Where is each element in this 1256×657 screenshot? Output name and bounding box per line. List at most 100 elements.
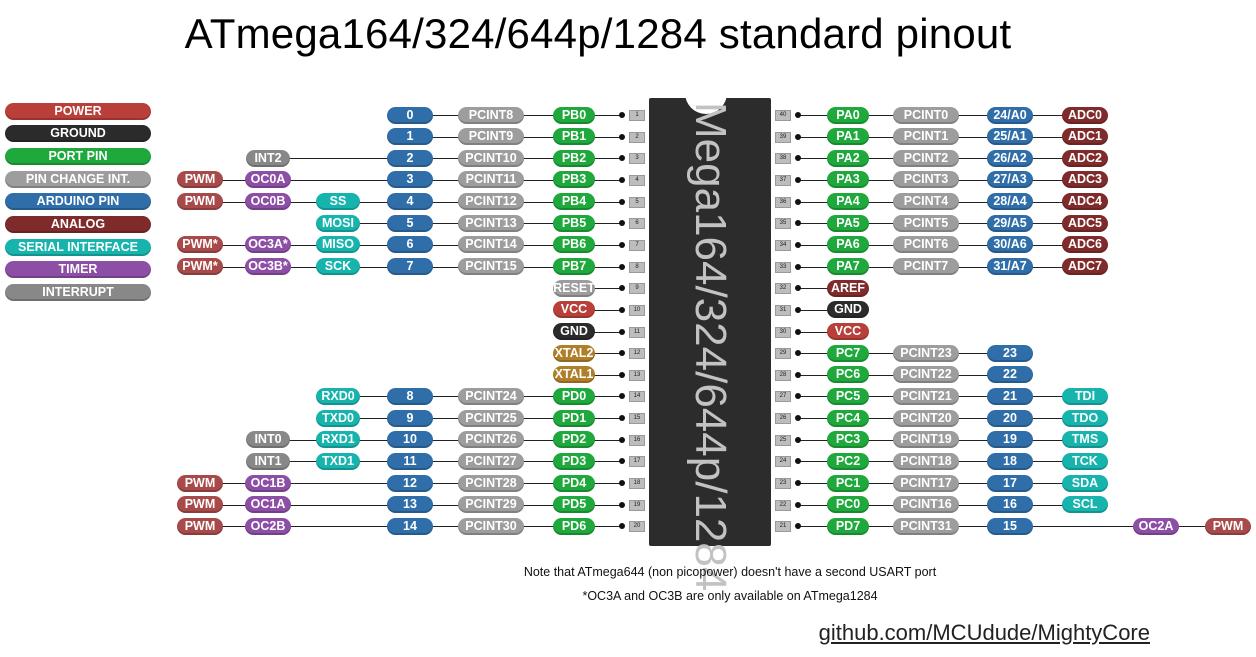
- pcint-label: PCINT26: [458, 431, 524, 449]
- pin-dot: [619, 415, 625, 422]
- pin-number: 19: [629, 499, 645, 511]
- pin-dot: [795, 155, 801, 162]
- pin-number: 4: [629, 174, 645, 186]
- oc3-note: *OC3A and OC3B are only available on ATm…: [582, 589, 878, 603]
- function-label-pwm: PWM: [177, 171, 223, 189]
- pcint-label: PCINT10: [458, 149, 524, 167]
- wire: [574, 288, 622, 289]
- pin-number: 6: [629, 218, 645, 230]
- port-pin: PC5: [827, 387, 869, 405]
- legend-item-serial: SERIAL INTERFACE: [5, 238, 151, 256]
- port-pin: PA7: [827, 258, 869, 276]
- pin-number: 32: [775, 283, 791, 295]
- pcint-label: PCINT14: [458, 236, 524, 254]
- legend-item-timer: TIMER: [5, 261, 151, 279]
- pin-dot: [619, 155, 625, 162]
- port-pin: RESET: [553, 279, 595, 297]
- legend-item-ground: GROUND: [5, 125, 151, 143]
- port-pin: PA5: [827, 214, 869, 232]
- pcint-label: PCINT16: [893, 496, 959, 514]
- arduino-pin: 21: [987, 387, 1033, 405]
- arduino-pin: 3: [387, 171, 433, 189]
- port-pin: PD5: [553, 496, 595, 514]
- function-label-analog: ADC3: [1062, 171, 1108, 189]
- pin-dot: [619, 285, 625, 292]
- function-label-pwm: PWM: [1205, 517, 1251, 535]
- arduino-pin: 19: [987, 431, 1033, 449]
- wire: [798, 288, 848, 289]
- function-label-serial: RXD0: [316, 387, 360, 405]
- wire: [798, 310, 848, 311]
- port-pin: PB1: [553, 128, 595, 146]
- arduino-pin: 24/A0: [987, 106, 1033, 124]
- arduino-pin: 5: [387, 214, 433, 232]
- pin-number: 30: [775, 326, 791, 338]
- port-pin: PA0: [827, 106, 869, 124]
- port-pin: PB0: [553, 106, 595, 124]
- pin-dot: [619, 501, 625, 508]
- function-label-analog: ADC4: [1062, 193, 1108, 211]
- pin-dot: [795, 415, 801, 422]
- pcint-label: PCINT28: [458, 474, 524, 492]
- pcint-label: PCINT7: [893, 258, 959, 276]
- arduino-pin: 17: [987, 474, 1033, 492]
- function-label-pwm: PWM: [177, 474, 223, 492]
- pin-number: 22: [775, 499, 791, 511]
- arduino-pin: 14: [387, 517, 433, 535]
- function-label-serial: MOSI: [316, 214, 360, 232]
- wire: [268, 461, 622, 462]
- arduino-pin: 12: [387, 474, 433, 492]
- pin-number: 21: [775, 521, 791, 533]
- pin-number: 31: [775, 304, 791, 316]
- pin-dot: [619, 220, 625, 227]
- pcint-label: PCINT19: [893, 431, 959, 449]
- port-pin: PC3: [827, 431, 869, 449]
- function-label-timer: OC0A: [245, 171, 291, 189]
- pcint-label: PCINT31: [893, 517, 959, 535]
- legend-item-interrupt: INTERRUPT: [5, 284, 151, 302]
- port-pin: PC1: [827, 474, 869, 492]
- function-label-serial: SS: [316, 193, 360, 211]
- pcint-label: PCINT17: [893, 474, 959, 492]
- arduino-pin: 31/A7: [987, 258, 1033, 276]
- pin-dot: [795, 328, 801, 335]
- pin-number: 17: [629, 456, 645, 468]
- function-label-pwm: PWM: [177, 193, 223, 211]
- legend-item-pcint: PIN CHANGE INT.: [5, 170, 151, 188]
- pin-dot: [795, 306, 801, 313]
- arduino-pin: 6: [387, 236, 433, 254]
- pin-dot: [795, 263, 801, 270]
- arduino-pin: 0: [387, 106, 433, 124]
- pcint-label: PCINT3: [893, 171, 959, 189]
- port-pin: PA6: [827, 236, 869, 254]
- pin-number: 39: [775, 131, 791, 143]
- port-pin: GND: [827, 301, 869, 319]
- port-pin: PB4: [553, 193, 595, 211]
- github-link[interactable]: github.com/MCUdude/MightyCore: [818, 620, 1150, 645]
- function-label-serial: SDA: [1062, 474, 1108, 492]
- port-pin: PB2: [553, 149, 595, 167]
- wire: [574, 375, 622, 376]
- pin-dot: [619, 350, 625, 357]
- pin-number: 9: [629, 283, 645, 295]
- pin-dot: [795, 285, 801, 292]
- wire: [798, 332, 848, 333]
- pcint-label: PCINT4: [893, 193, 959, 211]
- port-pin: PC7: [827, 344, 869, 362]
- pcint-label: PCINT11: [458, 171, 524, 189]
- pin-number: 29: [775, 348, 791, 360]
- wire: [574, 310, 622, 311]
- chip-label: Mega164/324/644p/1284: [686, 102, 735, 592]
- function-label-timer: OC2B: [245, 517, 291, 535]
- pcint-label: PCINT21: [893, 387, 959, 405]
- pin-number: 33: [775, 261, 791, 273]
- arduino-pin: 23: [987, 344, 1033, 362]
- pin-dot: [619, 523, 625, 530]
- function-label-pwm: PWM*: [177, 236, 223, 254]
- pin-number: 38: [775, 153, 791, 165]
- pin-dot: [795, 198, 801, 205]
- pin-number: 35: [775, 218, 791, 230]
- port-pin: PB7: [553, 258, 595, 276]
- legend-item-arduino: ARDUINO PIN: [5, 193, 151, 211]
- port-pin: PA4: [827, 193, 869, 211]
